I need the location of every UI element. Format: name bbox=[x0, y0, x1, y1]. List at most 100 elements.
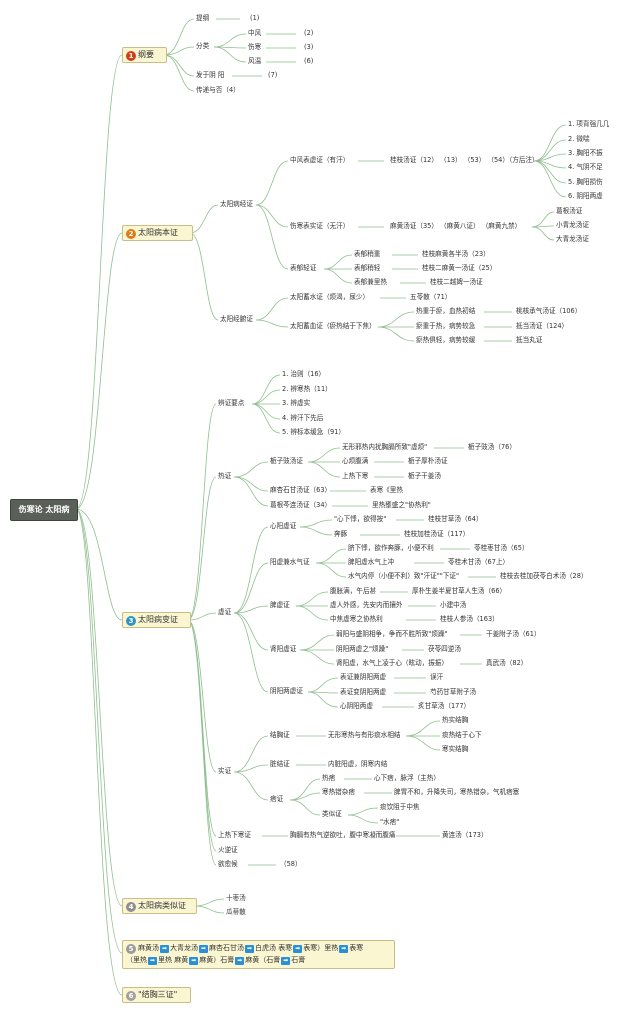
yx-fang[interactable]: 苓桂术甘汤（67上） bbox=[448, 558, 510, 566]
tigang-node[interactable]: 提纲 bbox=[196, 14, 210, 22]
zangjie-fang[interactable]: 内脏阳虚，阴寒内结 bbox=[328, 760, 388, 768]
yuyu-node[interactable]: 欲愈候 bbox=[218, 860, 238, 868]
jiexiong-mid[interactable]: 无形寒热与有形痰水相结 bbox=[328, 731, 401, 739]
xx-item[interactable]: 瘀热俱轻，病势较缓 bbox=[416, 336, 476, 344]
px-fang[interactable]: 桂枝人参汤（163） bbox=[440, 615, 499, 623]
jx-item[interactable]: 痰热结于心下 bbox=[442, 731, 482, 739]
bz-item[interactable]: 1. 治则（16） bbox=[282, 370, 326, 378]
yx-item[interactable]: 脾阳虚水气上冲 bbox=[348, 558, 395, 566]
gz-item[interactable]: 3. 胸阳不振 bbox=[568, 149, 603, 157]
shanghan-node[interactable]: 伤寒 bbox=[248, 43, 262, 51]
mh-item[interactable]: 大青龙汤证 bbox=[556, 235, 589, 243]
px-fang[interactable]: 小建中汤 bbox=[440, 601, 467, 609]
zz-item[interactable]: 无形邪热内扰胸膈所致"虚烦" bbox=[342, 443, 428, 451]
xy-fang[interactable]: 桂枝甘草汤（64） bbox=[428, 515, 483, 523]
chuanjing-node[interactable]: 传递与否（4） bbox=[196, 86, 240, 94]
b4-item[interactable]: 十枣汤 bbox=[226, 894, 246, 902]
px-item[interactable]: 中焦虚寒之协热利 bbox=[330, 615, 383, 623]
yy-fang[interactable]: 芍药甘草附子汤 bbox=[430, 688, 477, 696]
yy-item[interactable]: 心阴阳两虚 bbox=[340, 702, 373, 710]
gegen-fang[interactable]: 里热壅盛之"协热利" bbox=[372, 501, 431, 509]
repi-node[interactable]: 热痞 bbox=[322, 774, 336, 782]
wuling-node[interactable]: 五苓散（71） bbox=[410, 293, 452, 301]
sy-item[interactable]: 阴阳两虚之"烦躁" bbox=[336, 645, 389, 653]
mahuang-tang-node[interactable]: 麻黄汤证（35） （麻黄八证） （麻黄九禁） bbox=[390, 222, 522, 230]
shangre-node[interactable]: 上热下寒证 bbox=[218, 831, 251, 839]
jx-item[interactable]: 寒实结胸 bbox=[442, 745, 469, 753]
gegen-node[interactable]: 葛根芩连汤证（34） bbox=[270, 501, 332, 509]
yangxu-node[interactable]: 阳虚兼水气证 bbox=[270, 558, 310, 566]
zz-fang[interactable]: 栀子厚朴汤证 bbox=[408, 457, 448, 465]
by-fang[interactable]: 桂枝二麻黄一汤证（25） bbox=[422, 264, 497, 272]
xx-fang[interactable]: 抵当丸证 bbox=[516, 336, 543, 344]
ls-item[interactable]: 痰饮阻于中焦 bbox=[380, 803, 420, 811]
fabing-node[interactable]: 发于阴 阳 bbox=[196, 71, 225, 79]
px-item[interactable]: 腹胀满，午后甚 bbox=[330, 587, 377, 595]
xx-fang[interactable]: 抵当汤证（124） bbox=[516, 322, 569, 330]
xuzheng-node[interactable]: 虚证 bbox=[218, 608, 232, 616]
yx-item[interactable]: 脐下悸，欲作奔豚，小便不利 bbox=[348, 544, 434, 552]
pixu-node[interactable]: 脾虚证 bbox=[270, 601, 290, 609]
huoni-node[interactable]: 火逆证 bbox=[218, 846, 238, 854]
jiexiong-node[interactable]: 结胸证 bbox=[270, 731, 290, 739]
yinyang-node[interactable]: 阴阳两虚证 bbox=[270, 687, 303, 695]
xx-item[interactable]: 瘀重于热，病势较急 bbox=[416, 322, 476, 330]
px-fang[interactable]: 厚朴生姜半夏甘草人生汤（66） bbox=[412, 587, 507, 595]
bz-item[interactable]: 5. 辨标本缓急（91） bbox=[282, 428, 345, 436]
bz-item[interactable]: 2. 辨寒热（11） bbox=[282, 385, 332, 393]
biaoyu-node[interactable]: 表郁轻证 bbox=[290, 264, 317, 272]
bz-item[interactable]: 4. 辨汗下先后 bbox=[282, 414, 324, 422]
yy-fang[interactable]: 误汗 bbox=[430, 673, 444, 681]
xy-item[interactable]: "心下悸，欲得按" bbox=[334, 515, 387, 523]
ls-item[interactable]: "水痞" bbox=[380, 818, 400, 826]
xinyang-node[interactable]: 心阳虚证 bbox=[270, 522, 297, 530]
leisi-node[interactable]: 类似证 bbox=[322, 810, 342, 818]
by-fang[interactable]: 桂枝二越婢一汤证 bbox=[430, 278, 483, 286]
zz-item[interactable]: 心烦腹满 bbox=[342, 457, 369, 465]
fengwen-node[interactable]: 风温 bbox=[248, 57, 262, 65]
xushui-node[interactable]: 太阳蓄水证（烦渴，尿少） bbox=[290, 293, 370, 301]
xuxue-node[interactable]: 太阳蓄血证（瘀热结于下焦） bbox=[290, 322, 376, 330]
repi-fang[interactable]: 心下痞，脉浮（主热） bbox=[374, 774, 440, 782]
gz-item[interactable]: 2. 微喘 bbox=[568, 135, 590, 143]
gz-item[interactable]: 4. 气阴不足 bbox=[568, 163, 603, 171]
zhongfeng-node[interactable]: 中风 bbox=[248, 29, 262, 37]
yy-item[interactable]: 表证变阴阳两虚 bbox=[340, 688, 387, 696]
yx-fang[interactable]: 桂枝去桂加茯苓白术汤（28） bbox=[500, 572, 588, 580]
guizhi-tang-node[interactable]: 桂枝汤证（12） （13） （53） （54）（方后注） bbox=[390, 156, 539, 164]
root-node[interactable]: 伤寒论 太阳病 bbox=[10, 499, 78, 521]
sy-fang[interactable]: 干姜附子汤（61） bbox=[486, 630, 541, 638]
mh-item[interactable]: 小青龙汤证 bbox=[556, 221, 589, 229]
b4-item[interactable]: 瓜蒂散 bbox=[226, 908, 246, 916]
hanre-fang[interactable]: 脾胃不和，升降失司，寒热错杂，气机痞塞 bbox=[394, 788, 520, 796]
fenlei-node[interactable]: 分类 bbox=[196, 42, 210, 50]
yx-item[interactable]: 水气内停（小便不利）致"汗证""下证" bbox=[348, 572, 460, 580]
xy-item[interactable]: 奔豚 bbox=[334, 530, 348, 538]
rezheng-node[interactable]: 热证 bbox=[218, 472, 232, 480]
shangre-mid[interactable]: 胸膈有热气逆欲吐，腹中寒凝而腹痛 bbox=[290, 831, 396, 839]
yx-fang[interactable]: 苓桂枣甘汤（65） bbox=[474, 544, 529, 552]
shangre-fang[interactable]: 黄连汤（173） bbox=[442, 831, 488, 839]
jx-item[interactable]: 热实结胸 bbox=[442, 716, 469, 724]
bianzheng-node[interactable]: 辨证要点 bbox=[218, 399, 245, 407]
fuzheng-node[interactable]: 太阳经腑证 bbox=[220, 315, 253, 323]
pizheng-node[interactable]: 痞证 bbox=[270, 795, 284, 803]
hanre-node[interactable]: 寒热错杂痞 bbox=[322, 788, 355, 796]
shizheng-node[interactable]: 实证 bbox=[218, 767, 232, 775]
xx-item[interactable]: 热重于瘀，血热初结 bbox=[416, 307, 476, 315]
shenyang-node[interactable]: 肾阳虚证 bbox=[270, 645, 297, 653]
maxing-fang[interactable]: 表寒《里热 bbox=[370, 486, 403, 494]
branch-6-node[interactable]: 6"结胸三证" bbox=[122, 987, 191, 1003]
by-fang[interactable]: 桂枝麻黄各半汤（23） bbox=[422, 250, 490, 258]
yy-fang[interactable]: 炙甘草汤（177） bbox=[418, 702, 471, 710]
yy-item[interactable]: 表证兼阴阳两虚 bbox=[340, 673, 387, 681]
zhongfeng-biaoxu-node[interactable]: 中风表虚证（有汗） bbox=[290, 156, 350, 164]
sy-fang[interactable]: 茯苓四逆汤 bbox=[428, 645, 461, 653]
xx-fang[interactable]: 桃核承气汤证（106） bbox=[516, 307, 582, 315]
shanghan-biaoshi-node[interactable]: 伤寒表实证（无汗） bbox=[290, 222, 350, 230]
